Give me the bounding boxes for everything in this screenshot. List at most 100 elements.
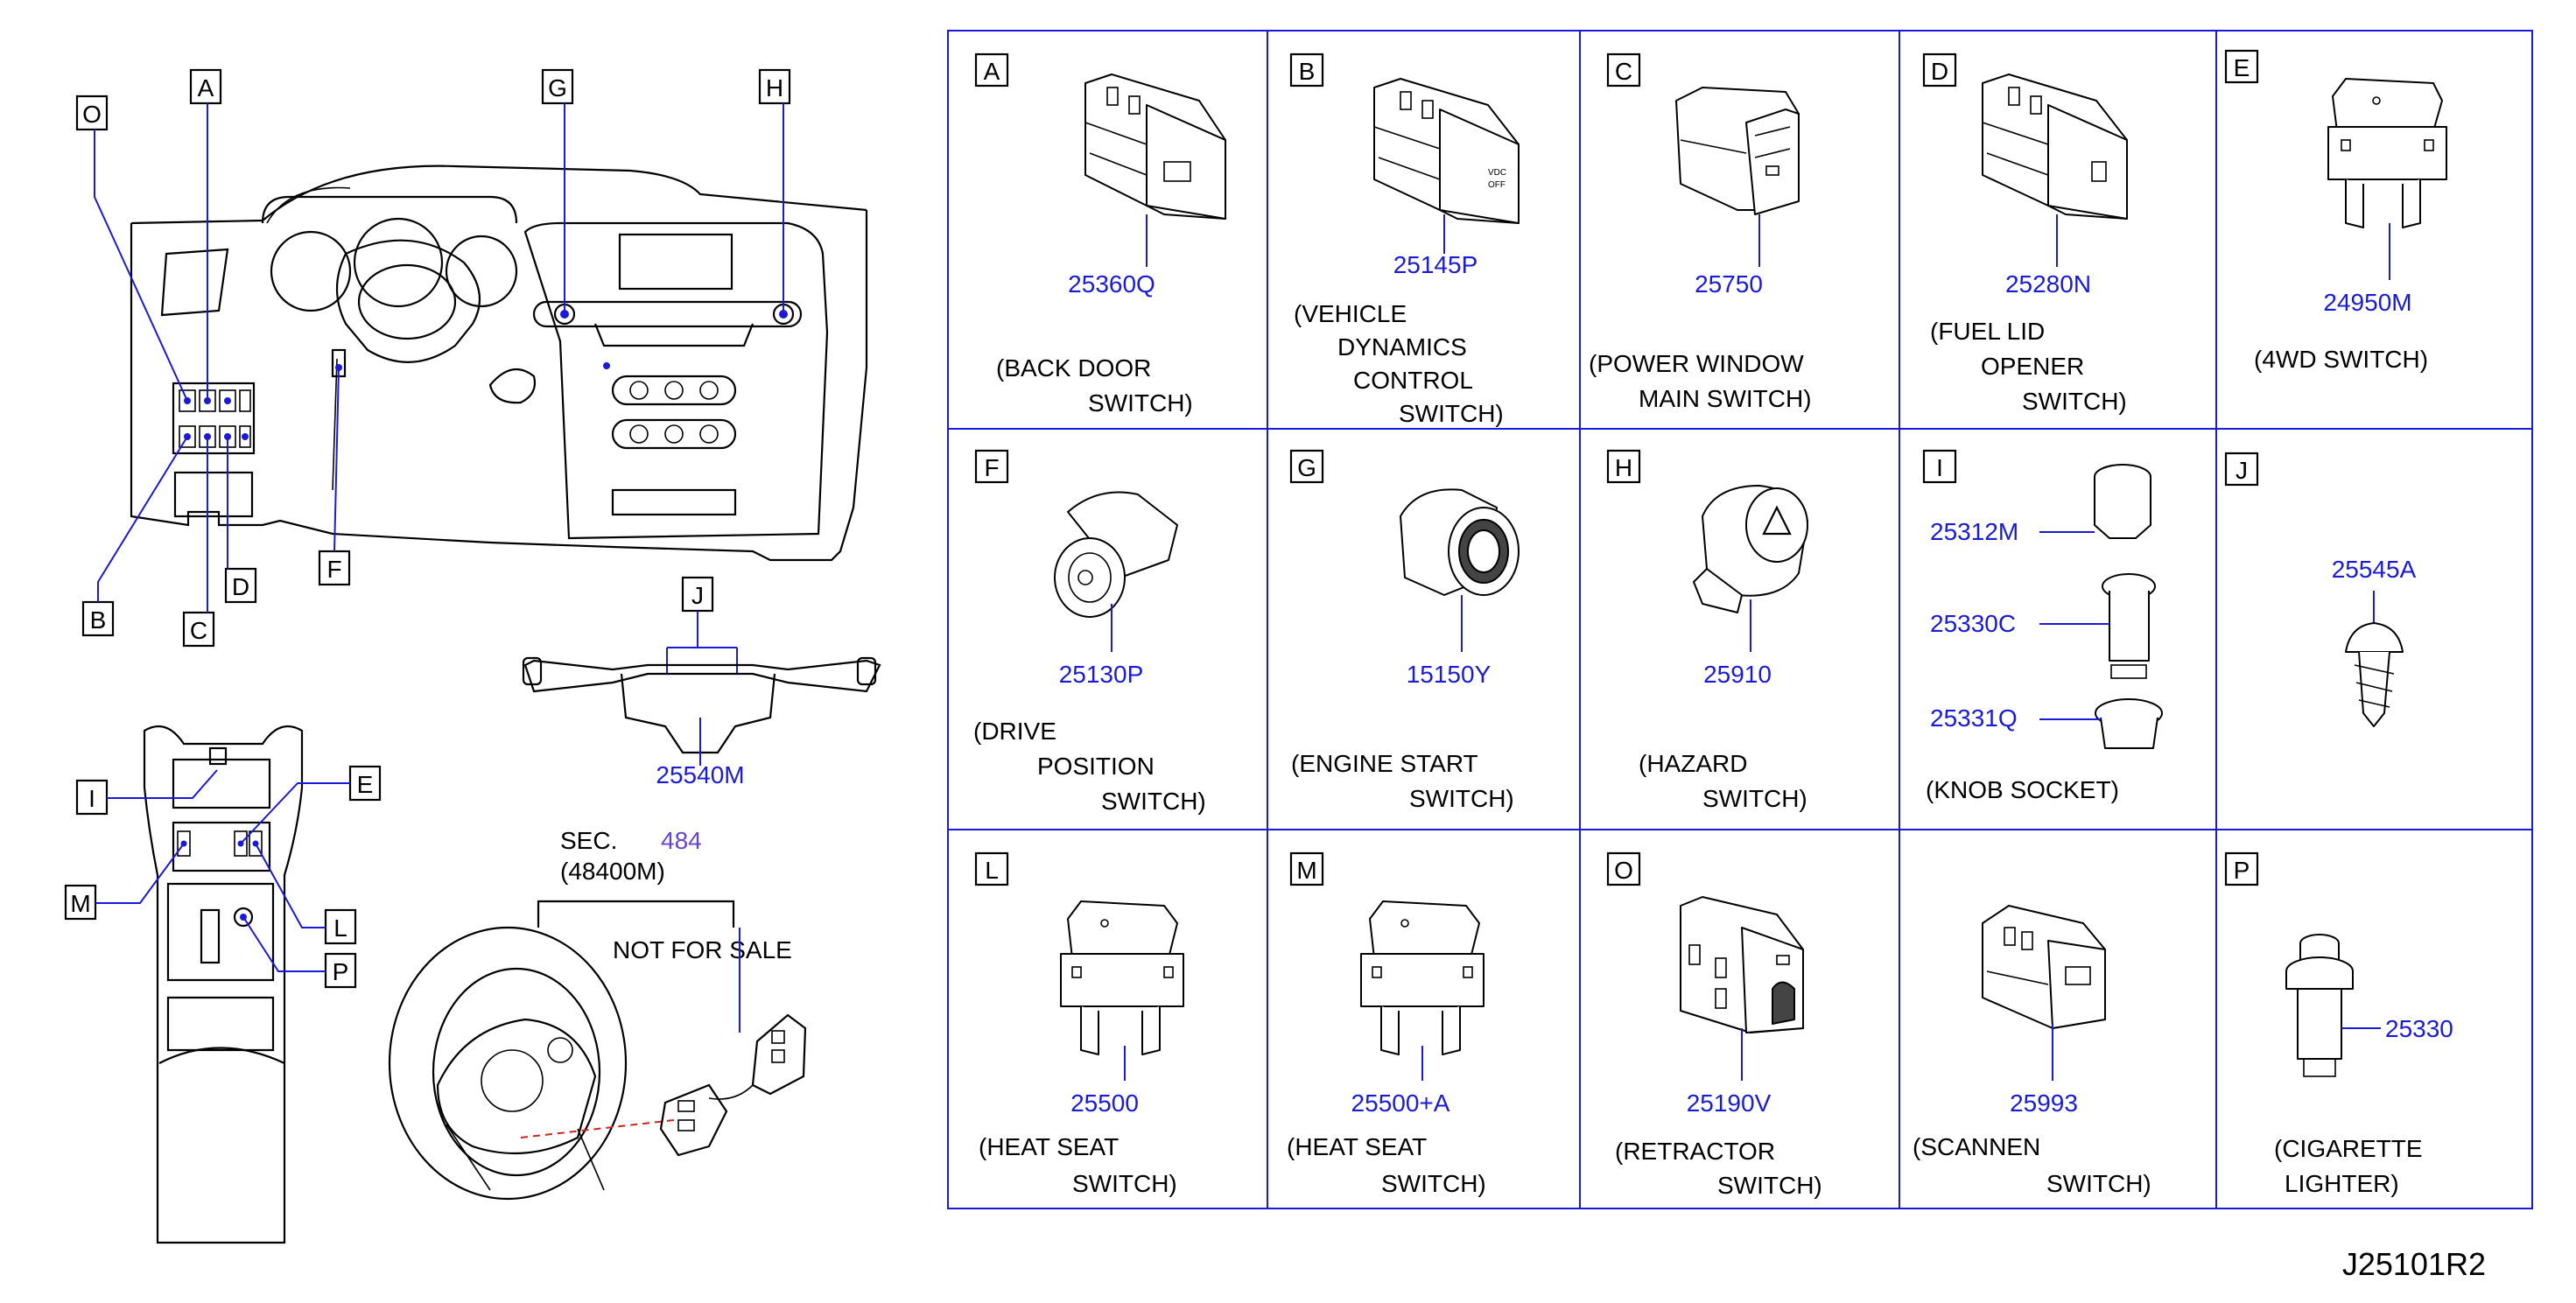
cell-F-desc-2: POSITION — [1037, 753, 1155, 780]
cigarette-lighter-drawing — [2285, 934, 2354, 1077]
scannen-switch-drawing — [1982, 905, 2106, 1029]
cell-L-desc-1: (HEAT SEAT — [979, 1133, 1119, 1160]
cell-C-part-number: 25750 — [1695, 270, 1763, 298]
cell-P-part-number: 25330 — [2385, 1015, 2453, 1042]
cell-F-desc-3: SWITCH) — [1101, 788, 1206, 815]
not-for-sale-note: NOT FOR SALE — [613, 936, 792, 963]
marker-M-label: M — [70, 890, 90, 917]
marker-D-label: D — [232, 573, 249, 600]
parts-grid — [947, 30, 2533, 1209]
marker-E-label: E — [357, 771, 374, 798]
cell-J-letter: J — [2236, 457, 2248, 484]
cell-E-desc-1: (4WD SWITCH) — [2254, 346, 2428, 373]
cell-I-letter: I — [1936, 454, 1943, 481]
cell-H-desc-1: (HAZARD — [1639, 750, 1747, 777]
cell-G-letter: G — [1297, 454, 1316, 481]
heat-seat-switch-L-drawing — [1060, 900, 1184, 1055]
cell-E-part-number: 24950M — [2323, 289, 2411, 316]
cell-O-desc-1: (RETRACTOR — [1615, 1138, 1775, 1165]
cell-N-part-number: 25993 — [2010, 1089, 2078, 1117]
cell-C: C 25750 (POWER WINDOW MAIN SWITCH) — [1589, 53, 1812, 412]
marker-L-label: L — [333, 914, 347, 942]
svg-text:OFF: OFF — [1488, 180, 1506, 190]
cell-N: 25993 (SCANNEN SWITCH) — [1913, 905, 2151, 1197]
cell-P-desc-1: (CIGARETTE — [2274, 1135, 2423, 1162]
engine-start-switch-drawing — [1400, 488, 1520, 596]
cell-E-letter: E — [2234, 54, 2250, 81]
marker-B-label: B — [90, 606, 107, 634]
cell-M-desc-1: (HEAT SEAT — [1287, 1133, 1427, 1160]
hazard-switch-drawing — [1693, 485, 1808, 613]
cell-D-letter: D — [1931, 58, 1948, 85]
cell-G-desc-2: SWITCH) — [1409, 785, 1514, 812]
marker-P-label: P — [333, 958, 349, 985]
cell-I-desc-1: (KNOB SOCKET) — [1926, 776, 2119, 803]
marker-G-label: G — [548, 74, 567, 102]
cell-G-part-number: 15150Y — [1407, 661, 1492, 688]
cell-B-part-number: 25145P — [1393, 251, 1478, 278]
cell-O-desc-2: SWITCH) — [1717, 1172, 1822, 1199]
cell-C-desc-2: MAIN SWITCH) — [1639, 385, 1812, 412]
cell-D-desc-1: (FUEL LID — [1930, 318, 2045, 345]
heat-seat-switch-M-drawing — [1360, 900, 1485, 1055]
cell-L-desc-2: SWITCH) — [1072, 1170, 1177, 1197]
cell-D-part-number: 25280N — [2005, 270, 2091, 298]
cell-D-desc-3: SWITCH) — [2022, 388, 2127, 415]
console-overview: I E M L P — [64, 725, 382, 1244]
sec-label: SEC. — [560, 827, 617, 854]
cell-A-desc-2: SWITCH) — [1088, 389, 1193, 417]
cell-F-part-number: 25130P — [1059, 661, 1144, 688]
cell-B-desc-4: SWITCH) — [1399, 400, 1504, 427]
cell-O: O 25190V (RETRACTOR SWITCH) — [1606, 851, 1822, 1199]
cell-L: L 25500 (HEAT SEAT SWITCH) — [974, 851, 1184, 1197]
diagram-code: J25101R2 — [2342, 1246, 2486, 1282]
cell-J-part-number: 25545A — [2332, 556, 2417, 583]
svg-text:VDC: VDC — [1488, 168, 1506, 178]
cell-N-desc-2: SWITCH) — [2046, 1170, 2151, 1197]
marker-D: D — [224, 437, 257, 604]
steering-wheel-overview: SEC. 484 (48400M) NOT FOR SALE — [388, 827, 807, 1201]
cell-C-letter: C — [1615, 58, 1632, 85]
clip-drawing — [2345, 622, 2404, 727]
cell-B: B VDC OFF 25145P (VEHICLE DYNAMICS CONTR… — [1289, 53, 1520, 427]
cell-A-part-number: 25360Q — [1068, 270, 1155, 298]
cell-I-part-number-1: 25312M — [1930, 518, 2018, 545]
cell-G: G 15150Y (ENGINE START SWITCH) — [1289, 449, 1520, 812]
marker-H: H — [758, 68, 791, 314]
marker-A-label: A — [198, 74, 214, 102]
marker-J-label: J — [691, 582, 704, 609]
marker-O: O — [75, 95, 188, 402]
cell-M-part-number: 25500+A — [1351, 1089, 1450, 1117]
cell-D: D 25280N (FUEL LID OPENER SWITCH) — [1922, 53, 2128, 415]
cell-E: E 24950M (4WD SWITCH) — [2224, 49, 2447, 373]
cell-P-desc-2: LIGHTER) — [2285, 1170, 2399, 1197]
cell-M-desc-2: SWITCH) — [1381, 1170, 1486, 1197]
cell-H-letter: H — [1615, 454, 1632, 481]
cell-H-desc-2: SWITCH) — [1702, 785, 1807, 812]
marker-F-label: F — [326, 556, 341, 583]
back-door-switch-drawing — [1084, 74, 1226, 220]
power-window-switch-drawing — [1675, 87, 1800, 215]
sec-number: 484 — [661, 827, 702, 854]
cell-C-desc-1: (POWER WINDOW — [1589, 350, 1804, 377]
column-switch-overview: J 25540M — [522, 576, 881, 788]
cell-O-part-number: 25190V — [1687, 1089, 1772, 1117]
marker-G: G — [541, 68, 574, 314]
cell-F-letter: F — [984, 454, 999, 481]
cell-P-letter: P — [2234, 857, 2250, 884]
drive-position-switch-drawing — [1054, 491, 1178, 618]
retractor-switch-drawing — [1680, 896, 1804, 1033]
marker-L: L — [255, 843, 357, 945]
cell-I-part-number-2: 25330C — [1930, 610, 2016, 637]
marker-A: A — [189, 68, 222, 401]
fuel-lid-switch-drawing — [1982, 74, 2128, 220]
cell-J: J 25545A — [2224, 452, 2417, 727]
cell-H: H 25910 (HAZARD SWITCH) — [1606, 449, 1808, 812]
marker-H-label: H — [766, 74, 783, 102]
cell-A: A 25360Q (BACK DOOR SWITCH) — [974, 53, 1226, 417]
cell-O-letter: O — [1614, 857, 1633, 884]
cell-G-desc-1: (ENGINE START — [1291, 750, 1478, 777]
cell-A-letter: A — [984, 58, 1000, 85]
